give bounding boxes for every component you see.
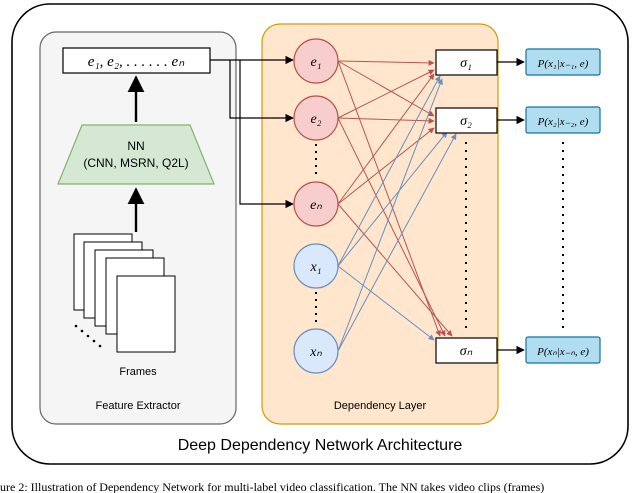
x-node-n: xₙ: [293, 328, 339, 374]
embedding-connectors: [210, 55, 294, 209]
svg-text:eₙ: eₙ: [310, 198, 322, 213]
e-to-sigma-edges: [337, 59, 453, 337]
x-node-1: x₁: [293, 243, 339, 289]
nn-block: [57, 124, 215, 185]
svg-text:e₁: e₁: [310, 55, 321, 70]
svg-text:P(x₂|x₋₂, e): P(x₂|x₋₂, e): [537, 116, 589, 128]
figure-caption-fragment: ure 2: Illustration of Dependency Networ…: [0, 480, 544, 493]
nn-label: NN: [127, 139, 144, 153]
svg-text:x₁: x₁: [309, 260, 321, 275]
e-node-1: e₁: [293, 38, 339, 84]
diagram-title: Deep Dependency Network Architecture: [178, 437, 463, 454]
output-box-n: P(xₙ|x₋ₙ, e): [525, 336, 601, 364]
embedding-label: e₁, e₂, . . . . . . eₙ: [88, 54, 185, 70]
e-node-2: e₂: [293, 95, 339, 141]
svg-text:xₙ: xₙ: [309, 345, 322, 360]
svg-text:σₙ: σₙ: [460, 344, 473, 359]
sigma-node-2: σ₂: [435, 107, 498, 134]
dependency-layer-panel: [261, 23, 499, 425]
output-box-2: P(x₂|x₋₂, e): [525, 106, 601, 134]
frame-ellipsis: [74, 324, 102, 348]
output-box-1: P(x₁|x₋₁, e): [525, 48, 601, 76]
feature-extractor-label: Feature Extractor: [96, 400, 181, 412]
svg-text:σ₂: σ₂: [460, 114, 472, 129]
sigma-to-output-arrows: [497, 57, 525, 355]
frame-stack: [73, 233, 176, 353]
svg-text:P(xₙ|x₋ₙ, e): P(xₙ|x₋ₙ, e): [536, 346, 589, 358]
svg-text:σ₁: σ₁: [460, 56, 472, 71]
svg-text:e₂: e₂: [310, 112, 321, 127]
nn-models-label: (CNN, MSRN, Q2L): [83, 156, 188, 170]
svg-text:P(x₁|x₋₁, e): P(x₁|x₋₁, e): [537, 58, 589, 70]
dependency-layer-label: Dependency Layer: [334, 400, 427, 412]
embedding-box: [62, 47, 211, 74]
e-node-n: eₙ: [293, 181, 339, 227]
sigma-node-1: σ₁: [435, 49, 498, 76]
frames-label: Frames: [119, 366, 157, 378]
x-to-sigma-edges: [337, 75, 457, 352]
sigma-node-n: σₙ: [435, 337, 498, 364]
